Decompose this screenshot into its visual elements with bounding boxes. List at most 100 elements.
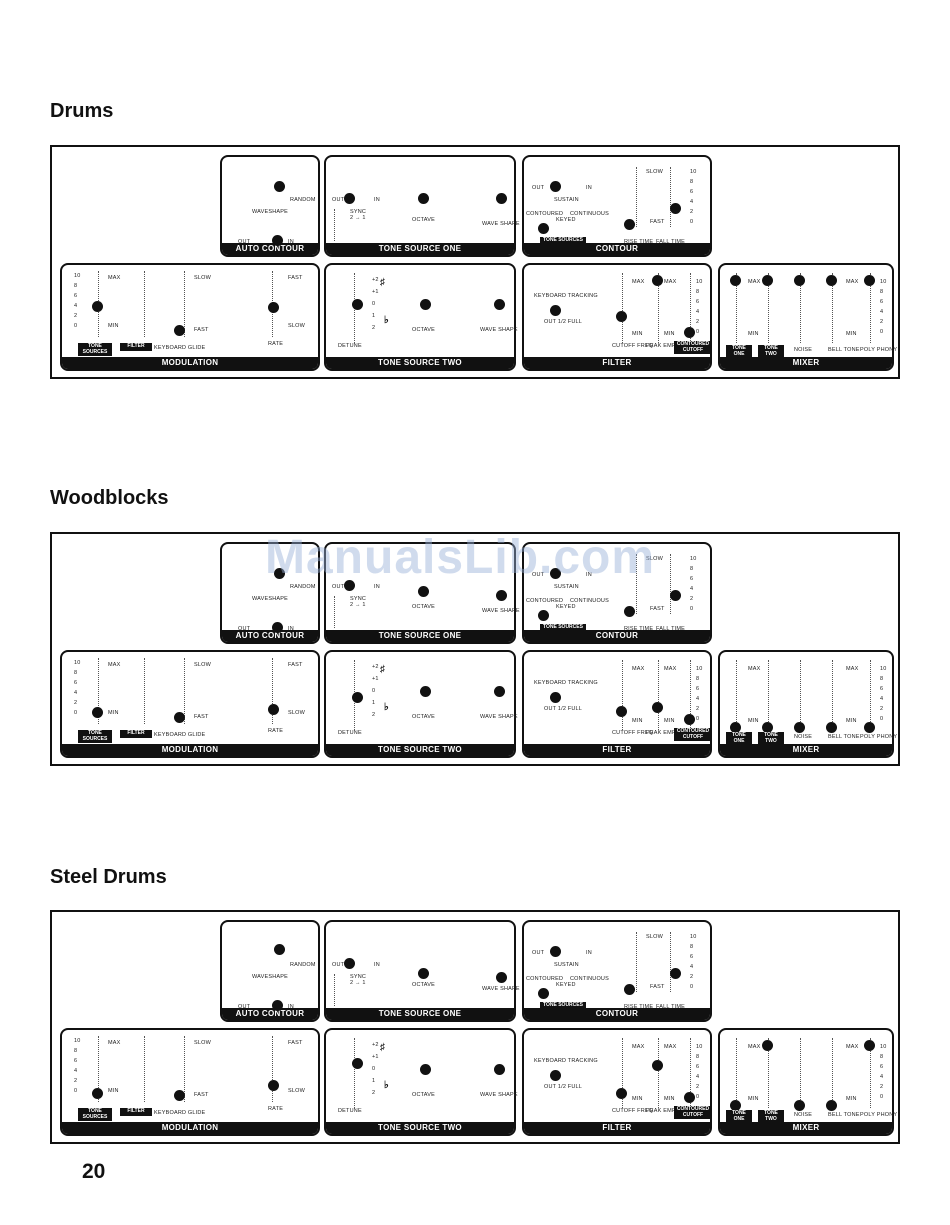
emphasis-knob[interactable] xyxy=(652,1060,663,1071)
act-switch-knob[interactable] xyxy=(272,1000,283,1011)
polyphony-label: POLY PHONY xyxy=(860,347,898,353)
rise-time-knob[interactable] xyxy=(624,984,635,995)
mixer-tone-one-knob[interactable] xyxy=(730,275,741,286)
mixer-tone-two-button[interactable]: TONE TWO xyxy=(758,732,784,745)
mixer-noise-knob[interactable] xyxy=(794,722,805,733)
waveshape-one-knob[interactable] xyxy=(496,590,507,601)
contour-scale-scale_6: 6 xyxy=(690,189,694,195)
rate-knob[interactable] xyxy=(268,704,279,715)
mixer-tone-two-button[interactable]: TONE TWO xyxy=(758,1110,784,1123)
mod-tone-sources-button[interactable]: TONE SOURCES xyxy=(78,343,112,356)
emphasis-knob[interactable] xyxy=(652,275,663,286)
mixer-noise-knob[interactable] xyxy=(794,275,805,286)
waveshape-one-knob[interactable] xyxy=(496,193,507,204)
mixer-bell-tone-knob[interactable] xyxy=(826,275,837,286)
sync-knob[interactable] xyxy=(344,193,355,204)
fall-time-knob[interactable] xyxy=(670,203,681,214)
contoured-cutoff-button[interactable]: CONTOURED CUTOFF xyxy=(674,341,712,354)
mod-filter-button[interactable]: FILTER xyxy=(120,1108,152,1116)
contoured-cutoff-knob[interactable] xyxy=(684,714,695,725)
mod-amount-knob[interactable] xyxy=(92,301,103,312)
glide-knob[interactable] xyxy=(174,325,185,336)
tracking-knob[interactable] xyxy=(550,305,561,316)
contoured-cutoff-button[interactable]: CONTOURED CUTOFF xyxy=(674,1106,712,1119)
contour-tone-sources-button[interactable]: TONE SOURCES xyxy=(540,237,586,245)
slider-track xyxy=(832,1038,833,1108)
contour-tone-sources-button[interactable]: TONE SOURCES xyxy=(540,624,586,632)
tracking-knob[interactable] xyxy=(550,1070,561,1081)
sustain-knob[interactable] xyxy=(550,568,561,579)
sync-knob[interactable] xyxy=(344,958,355,969)
octave-two-knob[interactable] xyxy=(420,1064,431,1075)
mod-tone-sources-button[interactable]: TONE SOURCES xyxy=(78,730,112,743)
octave-two-knob[interactable] xyxy=(420,686,431,697)
contoured-cutoff-button[interactable]: CONTOURED CUTOFF xyxy=(674,728,712,741)
sustain-knob[interactable] xyxy=(550,946,561,957)
mod-filter-button[interactable]: FILTER xyxy=(120,730,152,738)
fall-time-knob[interactable] xyxy=(670,968,681,979)
mixer-tone-one-knob[interactable] xyxy=(730,722,741,733)
rise-time-knob[interactable] xyxy=(624,219,635,230)
fall-time-knob[interactable] xyxy=(670,590,681,601)
mixer-polyphony-knob[interactable] xyxy=(864,275,875,286)
mod-amount-knob[interactable] xyxy=(92,1088,103,1099)
octave-one-knob[interactable] xyxy=(418,968,429,979)
waveshape-knob[interactable] xyxy=(274,568,285,579)
mixer-tone-one-button[interactable]: TONE ONE xyxy=(726,345,752,358)
sustain-knob[interactable] xyxy=(550,181,561,192)
waveshape-one-knob[interactable] xyxy=(496,972,507,983)
page-number: 20 xyxy=(82,1160,106,1183)
cutoff-knob[interactable] xyxy=(616,706,627,717)
glide-knob[interactable] xyxy=(174,712,185,723)
mixer-tone-two-knob[interactable] xyxy=(762,1040,773,1051)
mixer-tone-two-knob[interactable] xyxy=(762,722,773,733)
waveshape-two-knob[interactable] xyxy=(494,299,505,310)
contour-mode-knob[interactable] xyxy=(538,610,549,621)
octave-two-knob[interactable] xyxy=(420,299,431,310)
mixer-tone-one-knob[interactable] xyxy=(730,1100,741,1111)
mixer-polyphony-knob[interactable] xyxy=(864,722,875,733)
sync-sub-label: 2 → 1 xyxy=(350,980,366,986)
cutoff-knob[interactable] xyxy=(616,1088,627,1099)
waveshape-two-knob[interactable] xyxy=(494,1064,505,1075)
rate-knob[interactable] xyxy=(268,302,279,313)
slider-track xyxy=(690,1038,691,1108)
mixer-polyphony-knob[interactable] xyxy=(864,1040,875,1051)
waveshape-knob[interactable] xyxy=(274,181,285,192)
mod-amount-knob[interactable] xyxy=(92,707,103,718)
waveshape-knob[interactable] xyxy=(274,944,285,955)
emphasis-knob[interactable] xyxy=(652,702,663,713)
detune-knob[interactable] xyxy=(352,299,363,310)
act-switch-knob[interactable] xyxy=(272,622,283,633)
mixer-tone-two-knob[interactable] xyxy=(762,275,773,286)
rate-knob[interactable] xyxy=(268,1080,279,1091)
rise-time-knob[interactable] xyxy=(624,606,635,617)
tracking-knob[interactable] xyxy=(550,692,561,703)
detune-knob[interactable] xyxy=(352,1058,363,1069)
mixer-bell-tone-knob[interactable] xyxy=(826,1100,837,1111)
contour-mode-knob[interactable] xyxy=(538,988,549,999)
slider-track xyxy=(144,658,145,724)
mod-scale-scale_4: 4 xyxy=(74,1068,78,1074)
mod-filter-button[interactable]: FILTER xyxy=(120,343,152,351)
mixer-tone-one-button[interactable]: TONE ONE xyxy=(726,1110,752,1123)
contoured-cutoff-knob[interactable] xyxy=(684,1092,695,1103)
mixer-tone-two-button[interactable]: TONE TWO xyxy=(758,345,784,358)
detune-knob[interactable] xyxy=(352,692,363,703)
waveshape-two-knob[interactable] xyxy=(494,686,505,697)
act-switch-knob[interactable] xyxy=(272,235,283,246)
contour-tone-sources-button[interactable]: TONE SOURCES xyxy=(540,1002,586,1010)
octave-one-knob[interactable] xyxy=(418,193,429,204)
octave-one-knob[interactable] xyxy=(418,586,429,597)
mixer-bell-tone-knob[interactable] xyxy=(826,722,837,733)
sharp-symbol: ♯ xyxy=(380,277,385,288)
contoured-cutoff-knob[interactable] xyxy=(684,327,695,338)
mixer-noise-knob[interactable] xyxy=(794,1100,805,1111)
contour-mode-knob[interactable] xyxy=(538,223,549,234)
glide-knob[interactable] xyxy=(174,1090,185,1101)
cutoff-knob[interactable] xyxy=(616,311,627,322)
mod-tone-sources-button[interactable]: TONE SOURCES xyxy=(78,1108,112,1121)
mixer-tone-one-button[interactable]: TONE ONE xyxy=(726,732,752,745)
sync-knob[interactable] xyxy=(344,580,355,591)
